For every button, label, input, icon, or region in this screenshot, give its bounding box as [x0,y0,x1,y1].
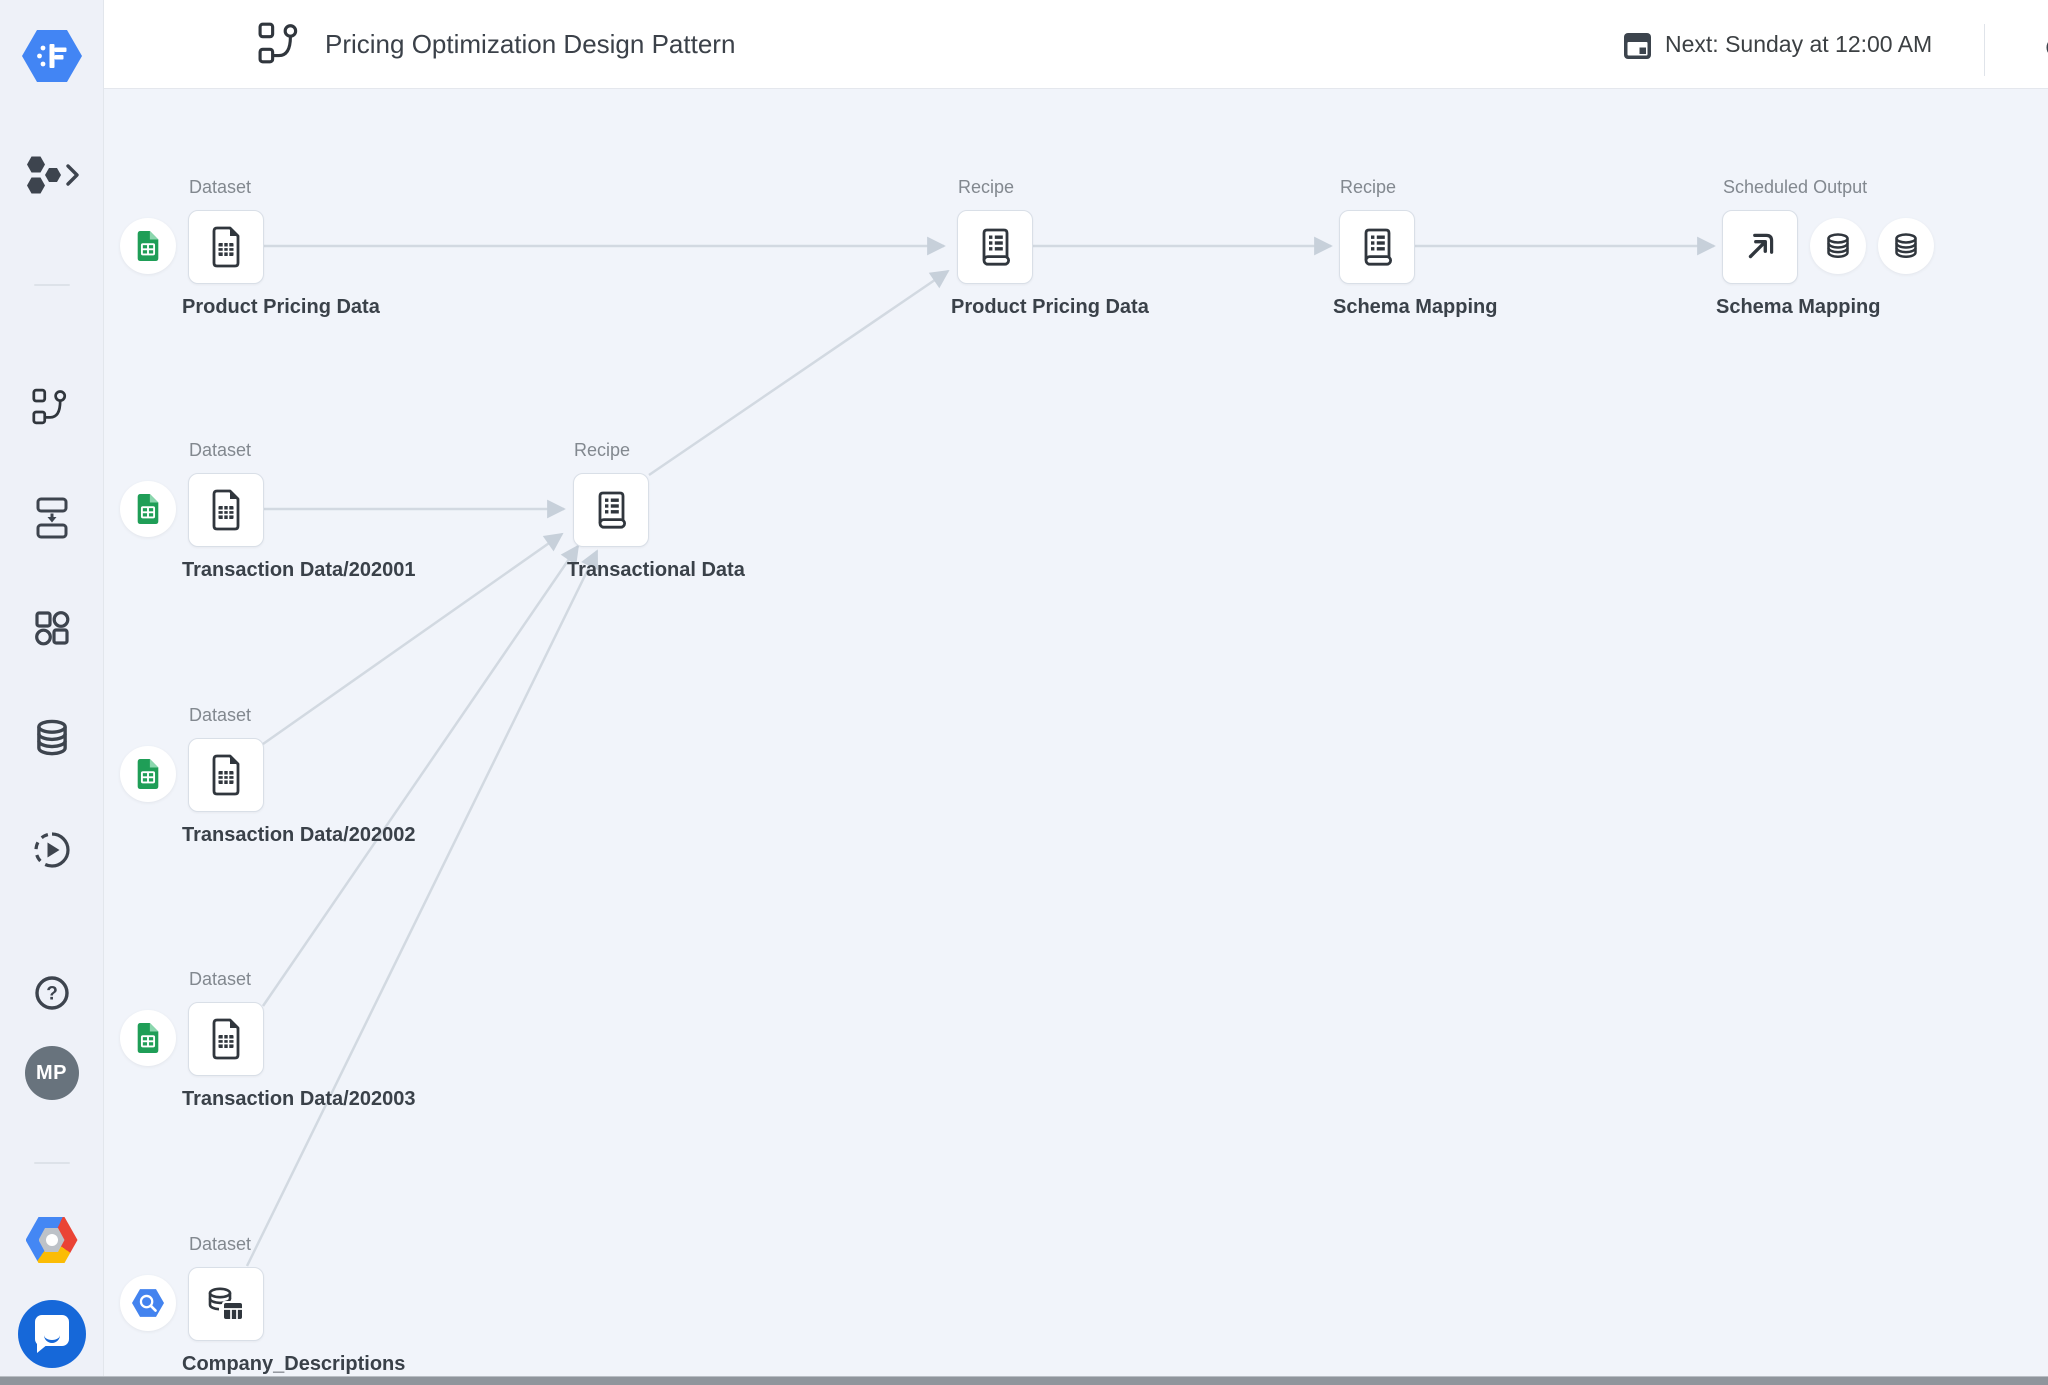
node-type-label: Recipe [574,440,631,460]
node-type-label: Recipe [1340,177,1397,197]
dataset-document-icon [207,226,245,268]
dataset-node-box[interactable] [188,1002,264,1076]
calendar-icon [1622,29,1654,61]
node-dataset-transaction-202001[interactable]: Dataset Transaction Data/202001 [120,440,415,581]
search-icon[interactable] [2043,34,2048,68]
google-cloud-logo [0,1216,103,1264]
flow-icon [258,22,304,64]
window-bottom-edge [0,1376,2048,1385]
hexagon-cluster-expand-icon[interactable] [0,147,103,203]
sidebar-item-job-history[interactable] [0,822,103,878]
google-sheets-badge [120,218,176,274]
sidebar: ? MP [0,0,104,1385]
avatar-initials: MP [24,1046,79,1100]
sidebar-item-flows[interactable] [0,378,103,434]
node-name-label: Schema Mapping [1716,296,1881,318]
node-type-label: Dataset [189,1234,252,1254]
google-sheets-badge [120,481,176,537]
output-node-box[interactable] [1722,210,1798,284]
svg-text:?: ? [46,984,58,1005]
dataset-document-icon [207,489,245,531]
node-name-label: Transaction Data/202003 [182,1088,416,1110]
node-recipe-transactional-data[interactable]: Recipe Transactional Data [567,440,745,581]
output-destination-database-icon[interactable] [1810,218,1866,274]
dataset-node-box[interactable] [188,738,264,812]
export-arrow-icon [1741,228,1779,266]
node-name-label: Transaction Data/202001 [182,559,416,581]
recipe-node-box[interactable] [573,473,649,547]
recipe-scroll-icon [976,226,1014,268]
dataset-document-icon [207,1018,245,1060]
node-type-label: Dataset [189,705,252,725]
node-name-label: Schema Mapping [1333,296,1498,318]
node-type-label: Scheduled Output [1723,177,1868,197]
sidebar-item-connections-database[interactable] [0,710,103,766]
node-type-label: Recipe [958,177,1015,197]
edge [648,269,950,477]
recipe-node-box[interactable] [957,210,1033,284]
recipe-scroll-icon [592,489,630,531]
node-dataset-company-descriptions[interactable]: Dataset Company_Descriptions [120,1234,405,1375]
next-run-schedule: Next: Sunday at 12:00 AM [1665,30,1933,57]
node-name-label: Transaction Data/202002 [182,824,416,846]
node-recipe-schema-mapping[interactable]: Recipe Schema Mapping [1333,177,1497,318]
google-sheets-badge [120,746,176,802]
node-recipe-product-pricing-data[interactable]: Recipe Product Pricing Data [951,177,1149,318]
node-name-label: Product Pricing Data [951,296,1149,318]
chat-support-button[interactable] [0,1299,103,1369]
node-scheduled-output-schema-mapping[interactable]: Scheduled Output Schema Mapping [1716,177,1934,318]
header-divider [1984,24,1985,76]
output-destination-database-icon[interactable] [1878,218,1934,274]
node-type-label: Dataset [189,440,252,460]
sidebar-divider [34,284,70,286]
node-dataset-transaction-202002[interactable]: Dataset Transaction Data/202002 [120,705,415,846]
user-avatar[interactable]: MP [0,1045,103,1101]
bigquery-badge [120,1275,176,1331]
dataset-node-box[interactable] [188,473,264,547]
dataprep-logo[interactable] [0,24,103,88]
page-title: Pricing Optimization Design Pattern [325,28,736,59]
dataset-node-box[interactable] [188,210,264,284]
recipe-node-box[interactable] [1339,210,1415,284]
edge [261,544,580,1007]
sidebar-item-library[interactable] [0,600,103,656]
node-type-label: Dataset [189,177,252,197]
dataset-document-icon [207,754,245,796]
node-dataset-product-pricing-data[interactable]: Dataset Product Pricing Data [120,177,380,318]
sidebar-item-plans[interactable] [0,490,103,546]
node-type-label: Dataset [189,969,252,989]
header: Pricing Optimization Design Pattern Next… [103,0,2048,89]
bigquery-table-icon [206,1285,246,1323]
node-dataset-transaction-202003[interactable]: Dataset Transaction Data/202003 [120,969,415,1110]
node-name-label: Company_Descriptions [182,1353,406,1375]
node-name-label: Transactional Data [567,559,745,581]
google-sheets-badge [120,1010,176,1066]
node-name-label: Product Pricing Data [182,296,380,318]
help-icon[interactable]: ? [0,965,103,1021]
recipe-scroll-icon [1358,226,1396,268]
chat-bubble-icon [17,1300,86,1368]
dataset-node-box[interactable] [188,1267,264,1341]
sidebar-divider [34,1162,70,1164]
edge [245,549,599,1267]
